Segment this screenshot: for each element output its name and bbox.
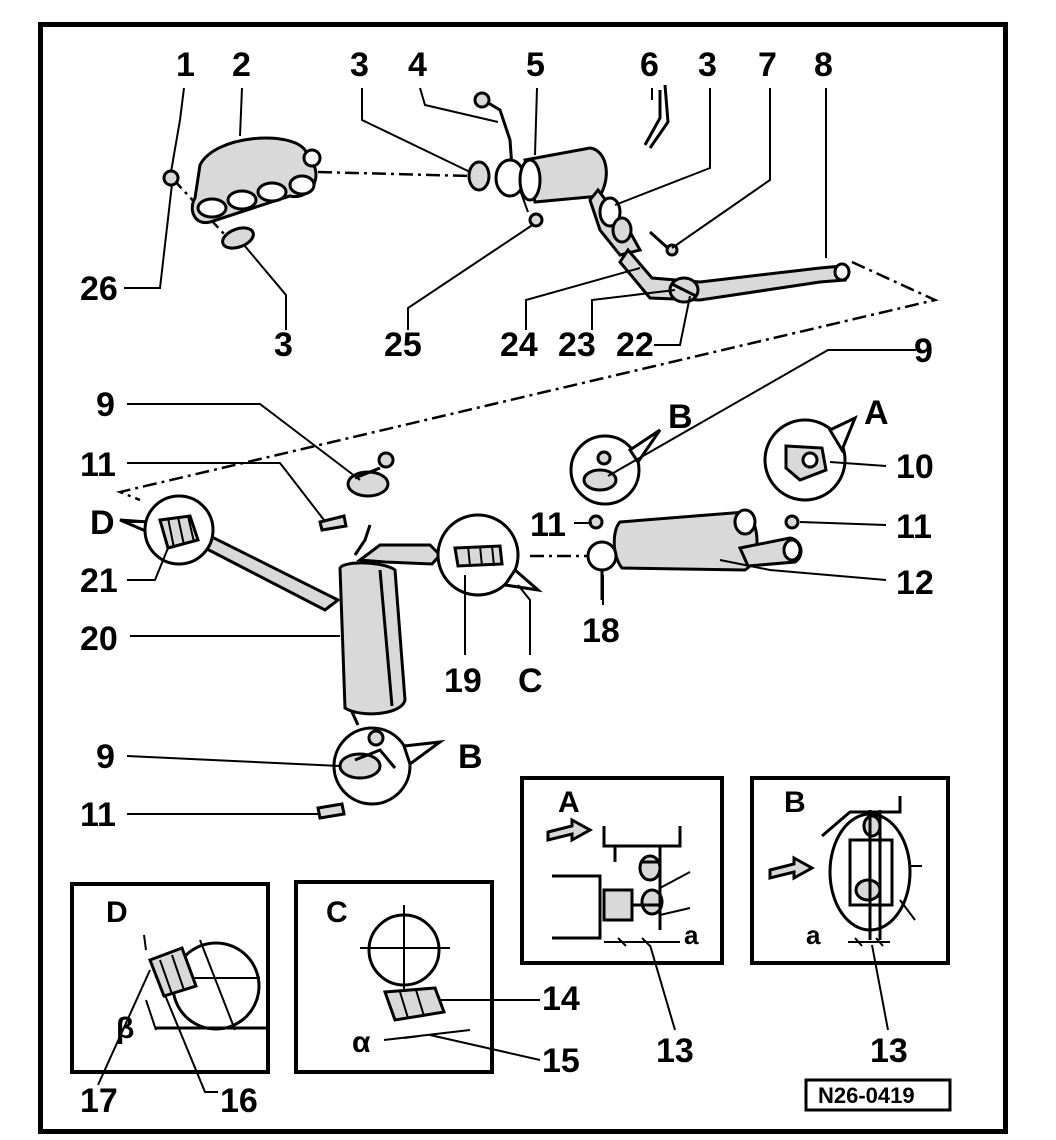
magnifier-A xyxy=(763,414,858,502)
callout-26: 26 xyxy=(80,270,118,308)
manifold-gasket xyxy=(221,226,255,250)
detail-A-title: A xyxy=(558,786,580,819)
bracket xyxy=(643,84,670,149)
dash-line-manifold xyxy=(317,170,471,178)
detail-B xyxy=(750,776,950,1031)
detail-A-dimension: a xyxy=(684,920,699,950)
callout-14: 14 xyxy=(542,980,580,1018)
reference-code-box xyxy=(804,1078,952,1112)
callout-3: 3 xyxy=(698,46,717,84)
callout-20: 20 xyxy=(80,620,118,658)
callout-15: 15 xyxy=(542,1042,580,1080)
callout-B: B xyxy=(668,398,693,436)
callout-18: 18 xyxy=(582,612,620,650)
callout-9: 9 xyxy=(96,738,115,776)
reference-code: N26-0419 xyxy=(818,1083,915,1108)
callout-16: 16 xyxy=(220,1082,258,1120)
callout-5: 5 xyxy=(526,46,545,84)
callout-3: 3 xyxy=(350,46,369,84)
callout-11: 11 xyxy=(80,796,116,834)
detail-B-title: B xyxy=(784,786,806,819)
callout-D: D xyxy=(90,504,115,542)
dash-line-pipe-to-muffler xyxy=(115,260,939,502)
callout-C: C xyxy=(518,662,543,700)
callout-2: 2 xyxy=(232,46,251,84)
callout-12: 12 xyxy=(896,564,934,602)
callout-11: 11 xyxy=(896,508,932,546)
callout-B: B xyxy=(458,738,483,776)
callout-24: 24 xyxy=(500,326,538,364)
lambda-probe xyxy=(479,96,514,169)
detail-C xyxy=(294,880,541,1074)
callout-A: A xyxy=(864,394,889,432)
magnifier-B-upper xyxy=(569,428,662,506)
callout-4: 4 xyxy=(408,46,427,84)
callout-21: 21 xyxy=(80,562,118,600)
nut xyxy=(162,169,180,187)
rear-muffler xyxy=(612,508,803,572)
detail-D xyxy=(70,882,270,1093)
callout-25: 25 xyxy=(384,326,422,364)
callout-9: 9 xyxy=(914,332,933,370)
flange-gasket xyxy=(467,160,491,192)
front-exhaust-pipe xyxy=(618,247,851,304)
callout-22: 22 xyxy=(616,326,654,364)
center-muffler xyxy=(203,524,443,716)
callout-11: 11 xyxy=(80,446,116,484)
callout-11: 11 xyxy=(530,506,566,544)
callout-23: 23 xyxy=(558,326,596,364)
callout-1: 1 xyxy=(176,46,195,84)
detail-C-angle: α xyxy=(352,1026,371,1059)
callout-9: 9 xyxy=(96,386,115,424)
callout-3: 3 xyxy=(274,326,293,364)
bolt-11c xyxy=(784,514,800,530)
callout-labels: 1 2 3 4 5 6 3 7 8 26 3 25 24 23 22 9 9 B… xyxy=(80,46,934,1120)
magnifier-D xyxy=(119,494,215,566)
callout-7: 7 xyxy=(758,46,777,84)
magnifier-C xyxy=(436,513,543,597)
callout-17: 17 xyxy=(80,1082,118,1120)
detail-D-title: D xyxy=(106,896,128,929)
rubber-mounting-upper xyxy=(346,451,395,498)
callout-19: 19 xyxy=(444,662,482,700)
drawing-border xyxy=(38,22,1008,1134)
detail-A xyxy=(520,776,724,1031)
exhaust-manifold xyxy=(190,136,322,225)
bolt xyxy=(528,212,544,228)
magnifier-B-lower xyxy=(332,726,446,806)
callout-6: 6 xyxy=(640,46,659,84)
bolt-11d xyxy=(316,802,346,820)
detail-C-title: C xyxy=(326,896,348,929)
callout-10: 10 xyxy=(896,448,934,486)
callout-8: 8 xyxy=(814,46,833,84)
callout-13: 13 xyxy=(870,1032,908,1070)
leader-lines xyxy=(124,87,916,815)
callout-13: 13 xyxy=(656,1032,694,1070)
detail-B-dimension: a xyxy=(806,920,821,950)
catalytic-converter xyxy=(494,146,643,257)
detail-D-angle: β xyxy=(116,1012,134,1045)
bolt-11a xyxy=(318,514,348,532)
